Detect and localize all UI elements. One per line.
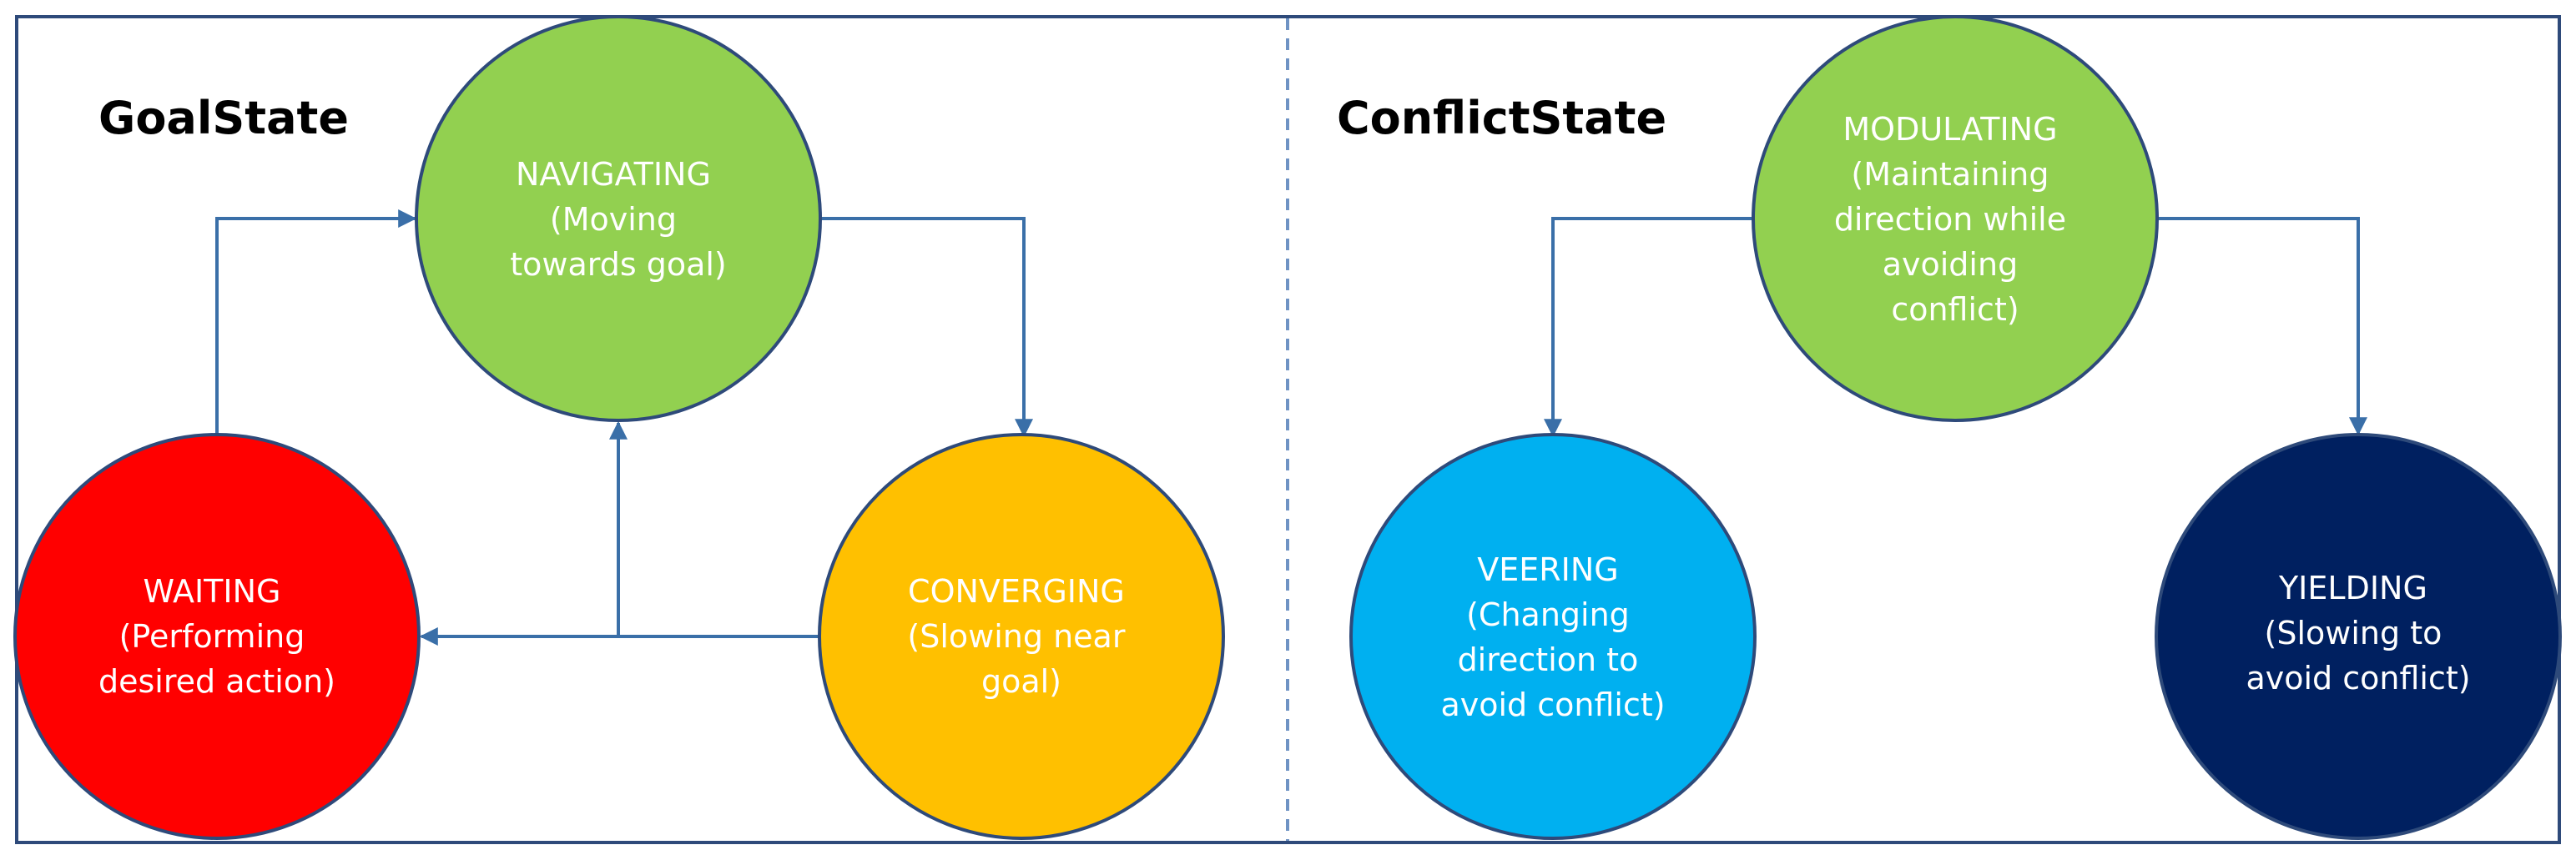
label-converging-line-3: goal) [981, 663, 1061, 700]
label-modulating-line-3: direction while [1834, 201, 2066, 238]
label-yielding-line-1: YIELDING [2278, 570, 2427, 606]
label-navigating-line-2: (Moving [550, 201, 677, 238]
label-converging-line-2: (Slowing near [907, 618, 1125, 655]
arrow-modulating-veering [1544, 209, 1770, 438]
conflict-panel-title: ConflictState [1337, 92, 1666, 144]
label-veering-line-1: VEERING [1477, 551, 1619, 588]
label-yielding-line-2: (Slowing to [2265, 615, 2442, 651]
label-converging-line-1: CONVERGING [908, 573, 1125, 610]
node-waiting [13, 433, 421, 840]
label-yielding: YIELDING (Slowing to avoid conflict) [2246, 570, 2470, 697]
label-veering-line-2: (Changing [1466, 596, 1630, 633]
label-veering: VEERING (Changing direction to avoid con… [1440, 551, 1665, 723]
arrow-waiting-to-navigating [215, 209, 417, 438]
goal-panel-title: GoalState [98, 92, 349, 144]
conflict-connectors [1544, 209, 2367, 438]
node-navigating [415, 15, 822, 422]
label-waiting: WAITING (Performing desired action) [98, 573, 335, 700]
label-navigating: NAVIGATING (Moving towards goal) [510, 156, 727, 283]
arrow-modulating-yielding [2140, 209, 2367, 436]
arrow-navigating-to-converging [820, 217, 1033, 438]
node-veering [1349, 433, 1757, 840]
label-navigating-line-3: towards goal) [510, 246, 727, 283]
node-modulating [1752, 15, 2159, 422]
label-modulating-line-2: (Maintaining [1851, 156, 2049, 193]
node-converging [818, 433, 1225, 840]
label-veering-line-3: direction to [1458, 641, 1639, 678]
label-converging: CONVERGING (Slowing near goal) [907, 573, 1135, 700]
label-modulating-line-5: conflict) [1891, 291, 2019, 328]
label-navigating-line-1: NAVIGATING [516, 156, 711, 193]
label-waiting-line-2: (Performing [119, 618, 305, 655]
label-yielding-line-3: avoid conflict) [2246, 660, 2470, 697]
label-modulating: MODULATING (Maintaining direction while … [1834, 111, 2076, 328]
label-waiting-line-3: desired action) [98, 663, 335, 700]
label-veering-line-4: avoid conflict) [1440, 686, 1665, 723]
label-modulating-line-1: MODULATING [1843, 111, 2057, 148]
goal-connectors [215, 209, 1033, 646]
label-waiting-line-1: WAITING [143, 573, 280, 610]
label-modulating-line-4: avoiding [1883, 246, 2018, 283]
node-yielding [2155, 433, 2562, 840]
